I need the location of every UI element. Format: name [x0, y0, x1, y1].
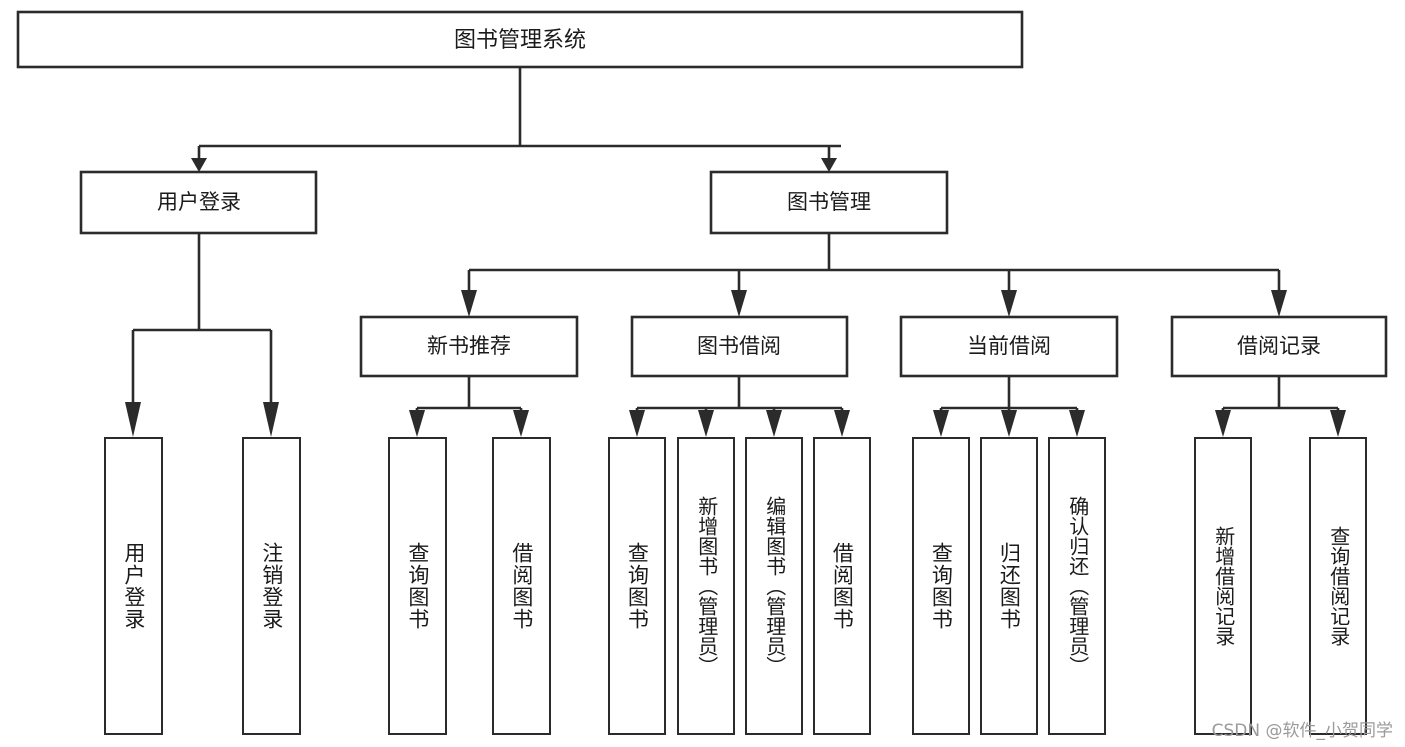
leaf-current-borrow-1[interactable]: 查询图书	[912, 437, 970, 735]
node-borrow-record-label: 借阅记录	[1237, 334, 1321, 358]
leaf-borrow-record-1-label: 新增借阅记录	[1211, 526, 1236, 646]
arrowhead-bookborrow-leaf3	[766, 410, 782, 437]
arrowhead-bookborrow-leaf2	[698, 410, 714, 437]
leaf-borrow-record-2-label: 查询借阅记录	[1326, 526, 1351, 646]
leaf-current-borrow-2[interactable]: 归还图书	[980, 437, 1038, 735]
leaf-book-borrow-2-label: 新增图书（管理员）	[694, 496, 719, 676]
arrowhead-bookborrow	[731, 290, 747, 317]
arrowhead-newbook	[461, 290, 477, 317]
node-borrow-record-box[interactable]	[1170, 315, 1388, 378]
arrowhead-currentborrow	[1001, 290, 1017, 317]
leaf-borrow-record-2[interactable]: 查询借阅记录	[1309, 437, 1367, 735]
node-current-borrow[interactable]: 当前借阅	[899, 315, 1119, 378]
node-user-login[interactable]: 用户登录	[79, 170, 318, 235]
node-new-book-rec-label: 新书推荐	[427, 334, 511, 358]
node-new-book-rec-box[interactable]	[359, 315, 579, 378]
node-new-book-rec[interactable]: 新书推荐	[359, 315, 579, 378]
node-root[interactable]: 图书管理系统	[16, 10, 1024, 69]
node-current-borrow-box[interactable]	[899, 315, 1119, 378]
node-root-label: 图书管理系统	[454, 28, 586, 53]
arrowhead-userlogin-leaf2	[263, 402, 279, 437]
leaf-user-login-2-label: 注销登录	[259, 542, 284, 630]
leaf-book-borrow-3[interactable]: 编辑图书（管理员）	[745, 437, 803, 735]
leaf-current-borrow-3-label: 确认归还（管理员）	[1065, 496, 1090, 676]
node-user-login-box[interactable]	[79, 170, 318, 235]
leaf-user-login-1-label: 用户登录	[121, 542, 146, 630]
leaf-new-book-2[interactable]: 借阅图书	[492, 437, 551, 735]
leaf-book-borrow-1[interactable]: 查询图书	[608, 437, 666, 735]
node-user-login-label: 用户登录	[157, 190, 241, 214]
arrowhead-newbook-leaf2	[513, 410, 529, 437]
connector-group	[125, 67, 1346, 437]
leaf-user-login-1[interactable]: 用户登录	[104, 437, 163, 735]
node-book-manage-box[interactable]	[709, 170, 949, 235]
leaf-current-borrow-2-label: 归还图书	[997, 542, 1022, 630]
leaf-book-borrow-4-label: 借阅图书	[830, 542, 855, 630]
leaf-new-book-1[interactable]: 查询图书	[388, 437, 447, 735]
node-book-borrow-label: 图书借阅	[697, 334, 781, 358]
arrowhead-bookborrow-leaf4	[834, 410, 850, 437]
leaf-new-book-1-label: 查询图书	[405, 542, 430, 630]
arrowhead-user-login	[191, 158, 207, 172]
leaf-book-borrow-2[interactable]: 新增图书（管理员）	[677, 437, 735, 735]
arrowhead-borrowrecord-leaf1	[1215, 410, 1231, 437]
node-root-box[interactable]	[16, 10, 1024, 69]
leaf-book-borrow-4[interactable]: 借阅图书	[813, 437, 871, 735]
arrowhead-borrowrecord	[1271, 290, 1287, 317]
leaf-current-borrow-3[interactable]: 确认归还（管理员）	[1048, 437, 1106, 735]
leaf-user-login-2[interactable]: 注销登录	[242, 437, 301, 735]
leaf-book-borrow-1-label: 查询图书	[625, 542, 650, 630]
leaf-new-book-2-label: 借阅图书	[509, 542, 534, 630]
node-book-borrow[interactable]: 图书借阅	[630, 315, 849, 378]
node-book-manage-label: 图书管理	[787, 190, 871, 214]
node-book-manage[interactable]: 图书管理	[709, 170, 949, 235]
arrowhead-currentborrow-leaf2	[1001, 410, 1017, 437]
arrowhead-currentborrow-leaf1	[933, 410, 949, 437]
arrowhead-currentborrow-leaf3	[1069, 410, 1085, 437]
node-borrow-record[interactable]: 借阅记录	[1170, 315, 1388, 378]
arrowhead-userlogin-leaf1	[125, 402, 141, 437]
node-current-borrow-label: 当前借阅	[967, 334, 1051, 358]
arrowhead-bookborrow-leaf1	[629, 410, 645, 437]
leaf-book-borrow-3-label: 编辑图书（管理员）	[762, 496, 787, 676]
arrowhead-borrowrecord-leaf2	[1330, 410, 1346, 437]
arrowhead-newbook-leaf1	[409, 410, 425, 437]
node-book-borrow-box[interactable]	[630, 315, 849, 378]
arrowhead-book-manage	[821, 158, 837, 172]
leaf-borrow-record-1[interactable]: 新增借阅记录	[1194, 437, 1252, 735]
leaf-current-borrow-1-label: 查询图书	[929, 542, 954, 630]
